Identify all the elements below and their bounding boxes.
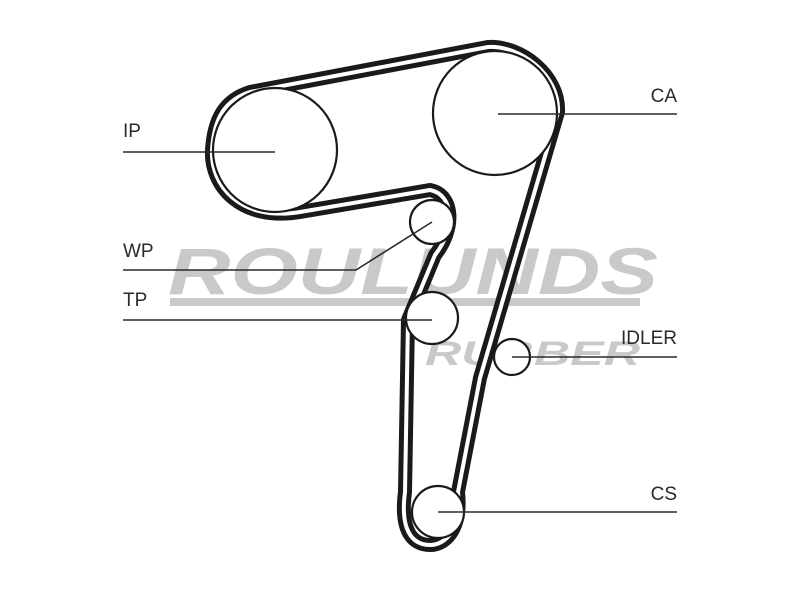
leader-wp [123, 221, 433, 271]
labels: IP CA WP TP IDLER CS [123, 86, 677, 505]
leader-lines [123, 113, 677, 513]
label-idler: IDLER [621, 328, 677, 349]
pulley-ip [211, 86, 339, 214]
label-ca: CA [651, 86, 678, 107]
pulley-ca [431, 49, 559, 177]
watermark-sub: RUBBER [425, 335, 641, 373]
pulley-tp [404, 290, 460, 346]
label-wp: WP [123, 241, 154, 262]
label-ip: IP [123, 121, 141, 142]
label-cs: CS [651, 484, 677, 505]
pulleys [211, 49, 559, 540]
label-tp: TP [123, 290, 147, 311]
